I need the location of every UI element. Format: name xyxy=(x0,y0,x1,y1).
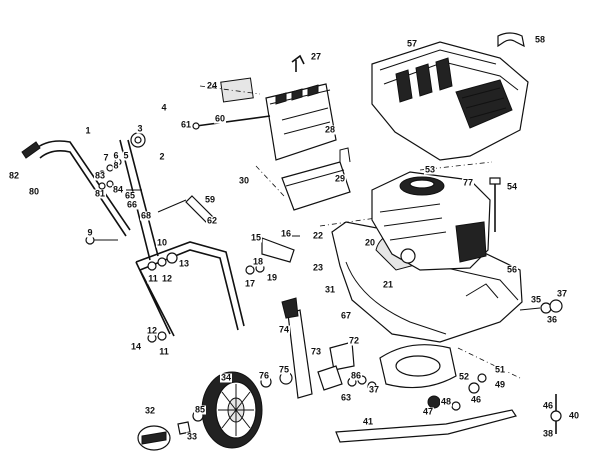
callout-10: 10 xyxy=(155,237,169,248)
callout-3: 3 xyxy=(136,123,144,134)
callout-24: 24 xyxy=(206,80,218,91)
callout-83: 83 xyxy=(93,170,107,181)
lower-handle xyxy=(135,241,245,337)
catcher-handle xyxy=(497,32,525,48)
callout-33: 33 xyxy=(185,431,199,442)
callout-86: 86 xyxy=(349,370,363,381)
callout-36: 36 xyxy=(545,314,559,325)
callout-46a: 46 xyxy=(469,394,483,405)
callout-73: 73 xyxy=(309,346,323,357)
callout-37a: 37 xyxy=(555,288,569,299)
callout-8: 8 xyxy=(112,160,120,171)
callout-29: 29 xyxy=(333,173,347,184)
callout-14: 14 xyxy=(129,341,143,352)
callout-48: 48 xyxy=(439,396,453,407)
callout-80: 80 xyxy=(27,186,41,197)
callout-52: 52 xyxy=(457,371,471,382)
callout-56: 56 xyxy=(505,264,519,275)
callout-20: 20 xyxy=(363,237,377,248)
callout-16: 16 xyxy=(279,228,293,239)
callout-53: 53 xyxy=(423,164,437,175)
callout-38: 38 xyxy=(541,428,555,439)
callout-75: 75 xyxy=(277,364,291,375)
callout-2: 2 xyxy=(158,151,166,162)
wheel xyxy=(201,371,263,449)
callout-66: 66 xyxy=(125,199,139,210)
callout-19: 19 xyxy=(265,272,279,283)
callout-72: 72 xyxy=(347,335,361,346)
callout-5: 5 xyxy=(122,150,130,161)
callout-65: 65 xyxy=(123,190,137,201)
callout-68: 68 xyxy=(139,210,153,221)
callout-35: 35 xyxy=(529,294,543,305)
callout-37b: 37 xyxy=(367,384,381,395)
callout-46b: 46 xyxy=(541,400,555,411)
callout-76: 76 xyxy=(257,370,271,381)
callout-11a: 11 xyxy=(147,273,159,284)
callout-67: 67 xyxy=(339,310,353,321)
label-plate xyxy=(220,77,254,103)
callout-4: 4 xyxy=(160,102,168,113)
callout-60: 60 xyxy=(213,113,227,124)
callout-84: 84 xyxy=(111,184,125,195)
callout-18: 18 xyxy=(251,256,265,267)
callout-57: 57 xyxy=(405,38,419,49)
callout-51: 51 xyxy=(493,364,507,375)
callout-61: 61 xyxy=(179,119,193,130)
callout-27: 27 xyxy=(309,51,323,62)
grass-catcher xyxy=(371,41,529,161)
callout-9: 9 xyxy=(86,227,94,238)
callout-34: 34 xyxy=(219,372,233,383)
callout-47: 47 xyxy=(421,406,435,417)
callout-63: 63 xyxy=(339,392,353,403)
callout-30: 30 xyxy=(237,175,251,186)
rear-flap xyxy=(265,83,337,161)
callout-6: 6 xyxy=(112,150,120,161)
engine xyxy=(371,171,491,271)
callout-12b: 12 xyxy=(145,325,159,336)
callout-82: 82 xyxy=(7,170,21,181)
callout-11b: 11 xyxy=(158,346,170,357)
callout-31: 31 xyxy=(323,284,337,295)
callout-81: 81 xyxy=(93,188,107,199)
callout-85: 85 xyxy=(193,404,207,415)
callout-32: 32 xyxy=(143,405,157,416)
callout-13: 13 xyxy=(177,258,191,269)
callout-54: 54 xyxy=(505,181,519,192)
callout-49: 49 xyxy=(493,379,507,390)
callout-12a: 12 xyxy=(160,273,174,284)
callout-22: 22 xyxy=(311,230,325,241)
callout-74: 74 xyxy=(277,324,291,335)
callout-7: 7 xyxy=(102,152,110,163)
callout-15: 15 xyxy=(249,232,263,243)
callout-41: 41 xyxy=(361,416,375,427)
callout-40: 40 xyxy=(567,410,581,421)
callout-28: 28 xyxy=(323,124,337,135)
callout-77: 77 xyxy=(461,177,475,188)
callout-17: 17 xyxy=(243,278,257,289)
callout-62: 62 xyxy=(205,215,219,226)
callout-58: 58 xyxy=(533,34,547,45)
callout-59: 59 xyxy=(203,194,217,205)
callout-1: 1 xyxy=(84,125,92,136)
callout-23: 23 xyxy=(311,262,325,273)
callout-21: 21 xyxy=(381,279,395,290)
cutting-blade xyxy=(335,409,517,443)
